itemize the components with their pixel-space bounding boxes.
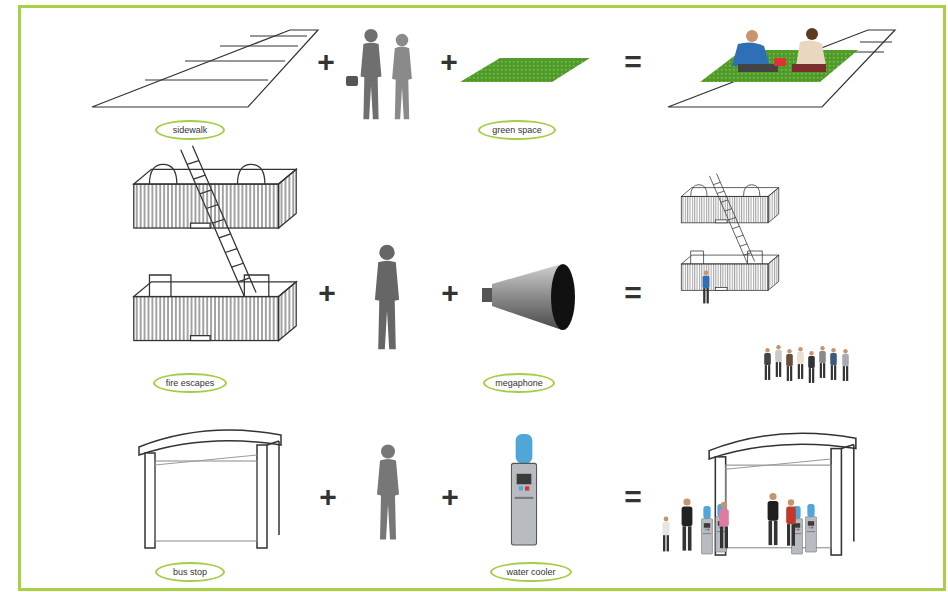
label-ellipse: green space — [478, 120, 556, 140]
bus-stop-result — [662, 433, 855, 555]
woman-silhouette — [377, 445, 399, 540]
couple-silhouette — [346, 76, 358, 86]
bus-stop-result — [682, 498, 693, 550]
rally-result — [703, 271, 710, 304]
megaphone-drawing — [551, 264, 575, 330]
bus-stop-result — [786, 499, 796, 545]
equals-sign: = — [624, 47, 642, 77]
picnic-result — [796, 40, 826, 66]
sidewalk-drawing — [145, 36, 307, 80]
water-cooler-drawing — [511, 434, 536, 545]
plus-sign: + — [319, 482, 337, 512]
part-name: water cooler — [506, 568, 555, 577]
label-ellipse: fire escapes — [153, 373, 227, 393]
sidewalk-drawing — [92, 30, 318, 107]
couple-silhouette — [361, 29, 382, 119]
plus-sign: + — [317, 47, 335, 77]
plus-sign: + — [318, 278, 336, 308]
rally-result — [786, 349, 793, 381]
couple-silhouette — [392, 34, 412, 120]
bus-stop-result — [662, 517, 669, 552]
sidewalk-drawing — [92, 30, 318, 107]
bus-stop-result — [768, 493, 779, 545]
plus-sign: + — [441, 278, 459, 308]
person-silhouette — [375, 245, 399, 350]
part-name: fire escapes — [166, 379, 215, 388]
label-ellipse: bus stop — [155, 562, 225, 582]
bus-stop-result — [702, 506, 713, 554]
picnic-result — [738, 64, 778, 72]
woman-silhouette — [377, 445, 399, 540]
bus-stop-drawing — [139, 430, 281, 548]
part-name: green space — [492, 126, 542, 135]
label-ellipse: water cooler — [490, 562, 572, 582]
rally-result — [681, 174, 778, 291]
part-name: megaphone — [495, 379, 543, 388]
rally-result — [797, 347, 804, 379]
rally-result — [764, 348, 771, 380]
couple-silhouette — [346, 29, 412, 119]
picnic-result — [774, 58, 786, 66]
megaphone-drawing — [482, 264, 575, 330]
rally-result — [775, 345, 782, 377]
label-ellipse: megaphone — [483, 373, 555, 393]
picnic-result — [700, 50, 858, 82]
picnic-result — [746, 30, 758, 42]
bus-stop-drawing — [139, 430, 281, 548]
picnic-result — [792, 64, 826, 72]
equals-sign: = — [624, 278, 642, 308]
plus-sign: + — [441, 482, 459, 512]
picnic-result — [668, 28, 895, 107]
green-space-drawing — [460, 58, 590, 82]
water-cooler-drawing — [511, 434, 536, 545]
bus-stop-result — [719, 502, 729, 548]
equals-sign: = — [624, 482, 642, 512]
label-ellipse: sidewalk — [155, 120, 225, 140]
plus-sign: + — [440, 47, 458, 77]
part-name: sidewalk — [173, 126, 208, 135]
part-name: bus stop — [173, 568, 207, 577]
picnic-result — [668, 30, 895, 107]
rally-result — [819, 346, 826, 378]
rally-result — [842, 349, 849, 381]
green-space-drawing — [460, 58, 590, 82]
bus-stop-result — [806, 504, 817, 552]
fire-escape-drawing — [134, 146, 296, 341]
rally-result — [681, 174, 849, 383]
rally-result — [808, 351, 815, 383]
picnic-result — [806, 28, 818, 40]
person-silhouette — [375, 245, 399, 350]
rally-result — [830, 348, 837, 380]
picnic-result — [732, 42, 770, 66]
bus-stop-result — [709, 433, 856, 555]
fire-escape-drawing — [134, 146, 296, 341]
